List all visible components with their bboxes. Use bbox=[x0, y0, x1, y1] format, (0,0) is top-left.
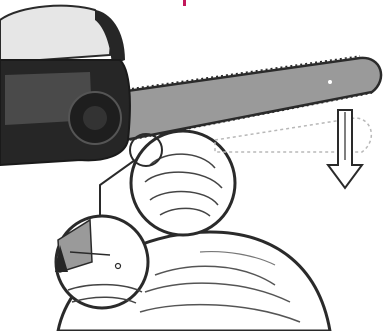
detail-zoom-circle bbox=[55, 216, 148, 308]
medium-log bbox=[131, 131, 235, 235]
down-arrow-icon bbox=[328, 110, 362, 188]
accent-mark bbox=[183, 0, 186, 6]
chainsaw-body bbox=[0, 6, 130, 165]
